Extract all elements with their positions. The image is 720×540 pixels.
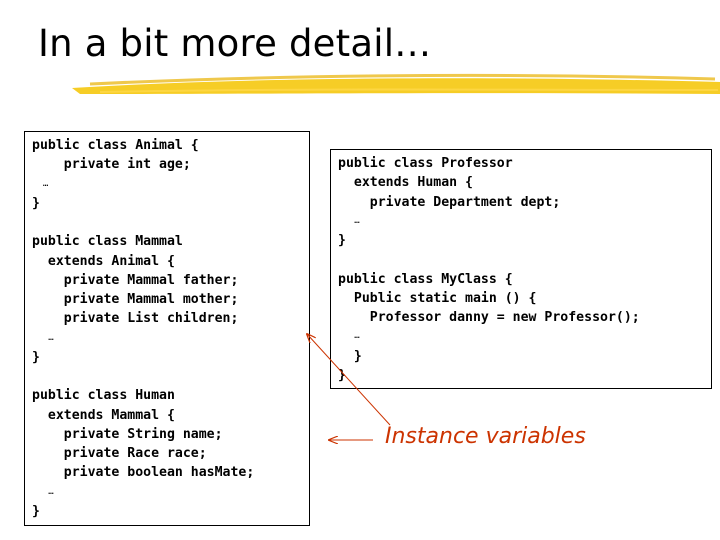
code-line: } bbox=[338, 233, 346, 248]
code-line: } bbox=[32, 195, 40, 211]
right-code-box bbox=[330, 149, 712, 389]
slide-title: In a bit more detail… bbox=[38, 22, 432, 65]
code-line: private String name; bbox=[32, 426, 223, 442]
arrow-to-children bbox=[307, 334, 391, 426]
code-line: … bbox=[338, 331, 360, 342]
code-line: Professor danny = new Professor(); bbox=[338, 310, 640, 325]
code-line: } bbox=[32, 503, 40, 519]
code-line: private int age; bbox=[32, 157, 191, 173]
code-line: private Race race; bbox=[32, 446, 207, 461]
code-line: extends Mammal { bbox=[32, 407, 175, 423]
code-line: public class Professor bbox=[338, 156, 513, 171]
code-line: public class MyClass { bbox=[338, 271, 513, 287]
code-line: … bbox=[32, 178, 49, 189]
code-line: public class Animal { bbox=[32, 138, 199, 153]
code-line: private Department dept; bbox=[338, 194, 561, 210]
code-line: private Mammal father; bbox=[32, 272, 239, 288]
code-line: extends Human { bbox=[338, 175, 473, 191]
code-line: } bbox=[338, 348, 362, 364]
code-line: private boolean hasMate; bbox=[32, 465, 255, 481]
code-line: … bbox=[338, 215, 360, 226]
code-line: private List children; bbox=[32, 311, 239, 327]
code-line: … bbox=[32, 332, 54, 343]
code-line: extends Animal { bbox=[32, 253, 175, 269]
code-line: } bbox=[338, 367, 346, 383]
instance-variables-callout: Instance variables bbox=[385, 424, 586, 449]
code-line: private Mammal mother; bbox=[32, 292, 239, 307]
code-line: } bbox=[32, 349, 40, 365]
left-code-box bbox=[24, 131, 310, 526]
highlighter-underline bbox=[72, 73, 720, 94]
code-line: Public static main () { bbox=[338, 290, 537, 306]
code-line: public class Human bbox=[32, 388, 175, 404]
code-line: … bbox=[32, 486, 54, 497]
code-line: public class Mammal bbox=[32, 234, 183, 250]
